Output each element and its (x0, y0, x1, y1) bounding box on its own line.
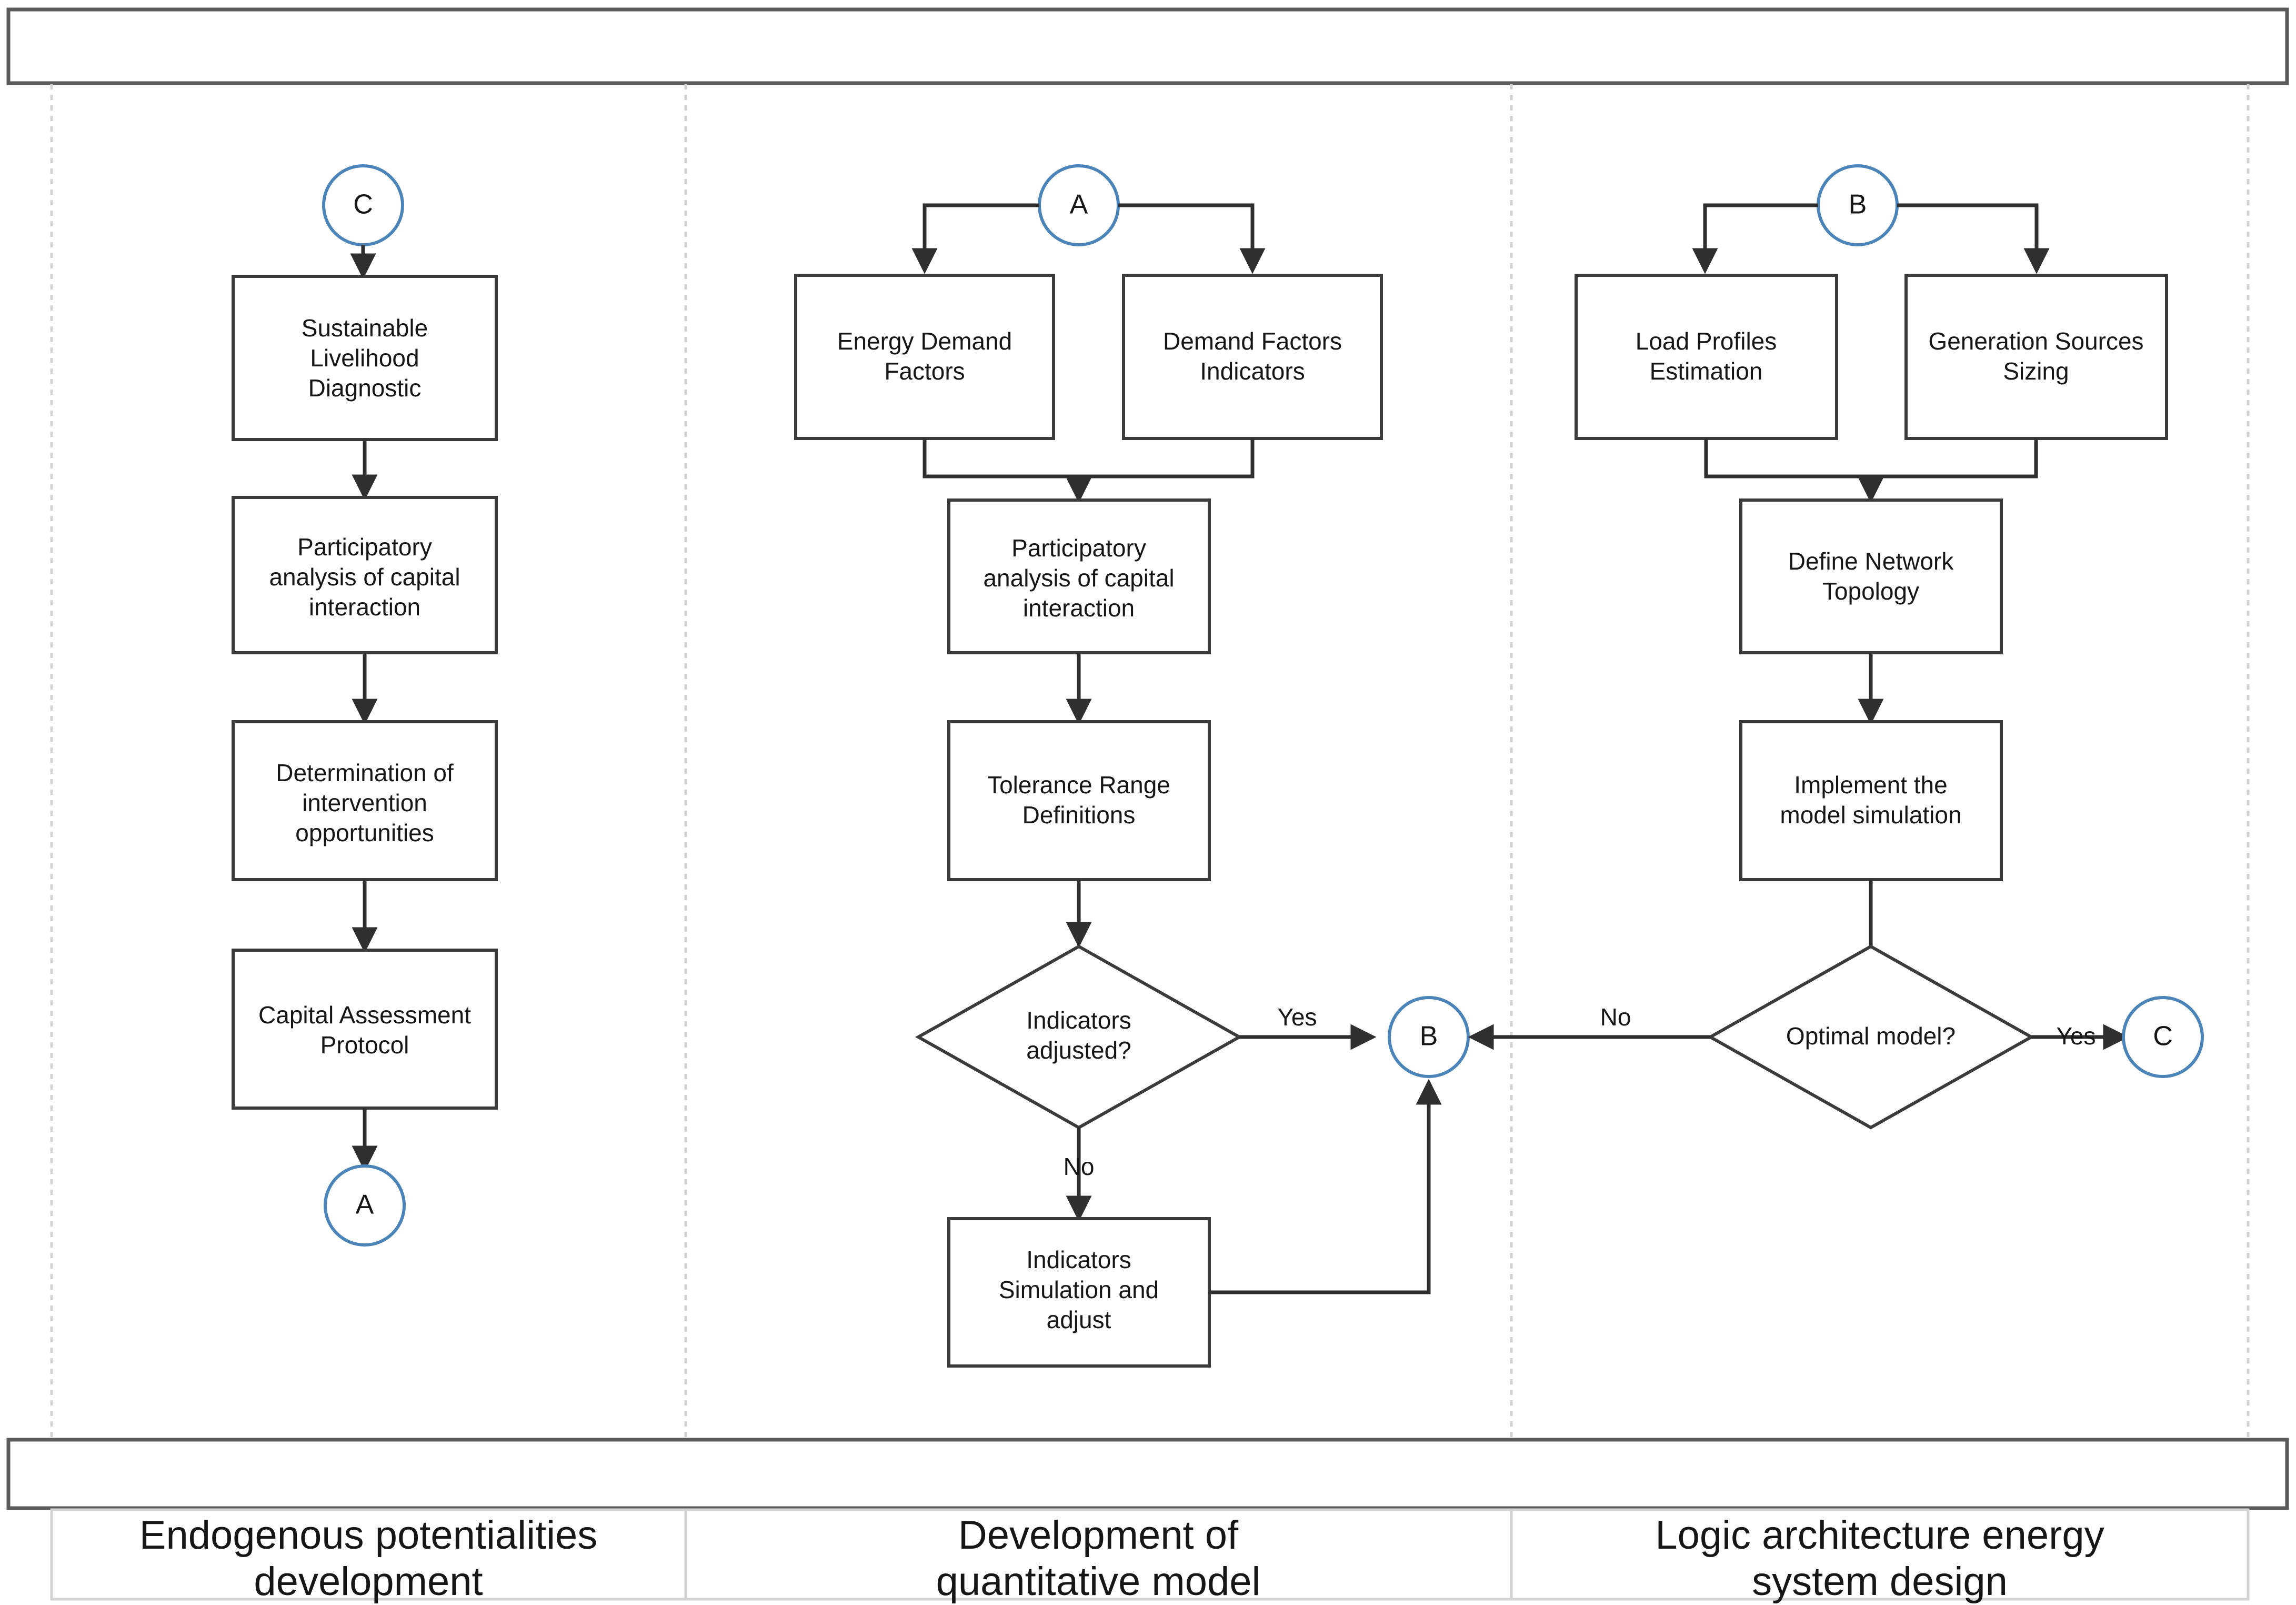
box-define-network-line-1: Define Network (1788, 547, 1954, 575)
footer-cell-left (50, 1508, 687, 1601)
box-define-network-line-2: Topology (1822, 577, 1919, 605)
box-capital-assessment-protocol[interactable] (232, 949, 498, 1110)
box-implement-line-2: model simulation (1780, 801, 1961, 829)
edge-energy-demand-join (923, 438, 1079, 478)
box-participatory-analysis-middle[interactable] (947, 499, 1211, 654)
box-load-profiles-estimation[interactable] (1575, 274, 1838, 440)
decision-indicators-line-2: adjusted? (1026, 1036, 1131, 1064)
box-participatory-left-line-1: Participatory (297, 533, 432, 561)
box-implement-line-1: Implement the (1794, 771, 1947, 799)
footer-cell-middle (684, 1508, 1513, 1601)
box-demand-factors-indicators[interactable] (1122, 274, 1383, 440)
box-load-profiles-line-2: Estimation (1650, 357, 1763, 385)
box-participatory-middle-line-2: analysis of capital (983, 564, 1174, 592)
box-generation-sources-line-2: Sizing (2003, 357, 2069, 385)
box-participatory-middle-line-1: Participatory (1011, 534, 1146, 562)
connector-c-exit-right-label: C (2153, 1021, 2173, 1052)
box-indicators-sim-line-1: Indicators (1026, 1246, 1131, 1273)
box-capital-line-1: Capital Assessment (258, 1001, 471, 1029)
box-participatory-left-line-3: interaction (309, 593, 420, 621)
header-band (6, 7, 2289, 85)
footer-band (6, 1438, 2289, 1510)
edge-label-optimal-yes: Yes (2056, 1022, 2096, 1050)
box-determination-line-3: opportunities (295, 819, 434, 846)
box-indicators-simulation-adjust[interactable] (947, 1217, 1211, 1368)
box-participatory-left-line-2: analysis of capital (269, 563, 460, 591)
box-determination-line-2: intervention (302, 789, 427, 816)
edge-a-to-energy-demand (911, 203, 1039, 274)
footer-middle-line-2: quantitative model (936, 1559, 1261, 1604)
box-indicators-sim-line-2: Simulation and (999, 1276, 1159, 1303)
decision-indicators-line-1: Indicators (1026, 1006, 1131, 1034)
box-energy-demand-line-1: Energy Demand (837, 327, 1012, 355)
connector-a-entry-middle-label: A (1070, 190, 1088, 220)
connector-c-exit-right[interactable] (2122, 996, 2204, 1078)
connector-a-exit-left[interactable] (324, 1164, 406, 1247)
box-tolerance-line-1: Tolerance Range (987, 771, 1170, 799)
decision-optimal-model[interactable] (1707, 944, 2035, 1130)
footer-right-line-1: Logic architecture energy (1655, 1513, 2104, 1558)
box-load-profiles-line-1: Load Profiles (1636, 327, 1777, 355)
edge-label-indicators-yes: Yes (1277, 1003, 1317, 1031)
box-generation-sources-line-1: Generation Sources (1928, 327, 2143, 355)
box-energy-demand-factors[interactable] (794, 274, 1055, 440)
edge-b-to-generation-sources (1897, 203, 2050, 274)
edge-b-to-load-profiles (1692, 203, 1818, 274)
edge-generation-sources-join (1871, 438, 2038, 478)
footer-middle-line-1: Development of (958, 1513, 1239, 1558)
edge-label-indicators-no: No (1064, 1153, 1095, 1180)
box-sustainable-line-3: Diagnostic (308, 374, 422, 402)
edge-demand-indicators-join (1079, 438, 1255, 478)
box-generation-sources-sizing[interactable] (1904, 274, 2168, 440)
box-sustainable-livelihood-diagnostic[interactable] (232, 275, 498, 441)
connector-a-exit-left-label: A (356, 1190, 374, 1220)
edge-load-profiles-join (1704, 438, 1871, 478)
decision-optimal-model-line-1: Optimal model? (1786, 1022, 1956, 1050)
footer-left-line-2: development (254, 1559, 483, 1604)
box-determination-line-1: Determination of (276, 759, 454, 786)
box-sustainable-line-2: Livelihood (310, 344, 419, 372)
box-demand-indicators-line-2: Indicators (1200, 357, 1305, 385)
footer-cell-right (1510, 1508, 2250, 1601)
edge-simulation-back-to-b (1209, 1079, 1442, 1294)
edge-a-to-demand-indicators (1118, 203, 1266, 274)
box-energy-demand-line-2: Factors (884, 357, 965, 385)
footer-right-line-2: system design (1752, 1559, 2008, 1604)
connector-b-shared-label: B (1420, 1021, 1438, 1052)
connector-b-entry-right-label: B (1849, 190, 1867, 220)
box-indicators-sim-line-3: adjust (1047, 1306, 1111, 1333)
edge-label-optimal-no: No (1600, 1003, 1631, 1031)
box-define-network-topology[interactable] (1739, 499, 2003, 654)
box-capital-line-2: Protocol (320, 1031, 409, 1059)
box-demand-indicators-line-1: Demand Factors (1163, 327, 1342, 355)
box-tolerance-range-definitions[interactable] (947, 720, 1211, 881)
box-sustainable-line-1: Sustainable (302, 314, 428, 342)
box-participatory-middle-line-3: interaction (1023, 594, 1135, 622)
box-tolerance-line-2: Definitions (1022, 801, 1136, 829)
connector-c-entry-left-label: C (353, 190, 373, 220)
footer-left-line-1: Endogenous potentialities (139, 1513, 597, 1558)
box-implement-model-simulation[interactable] (1739, 720, 2003, 881)
